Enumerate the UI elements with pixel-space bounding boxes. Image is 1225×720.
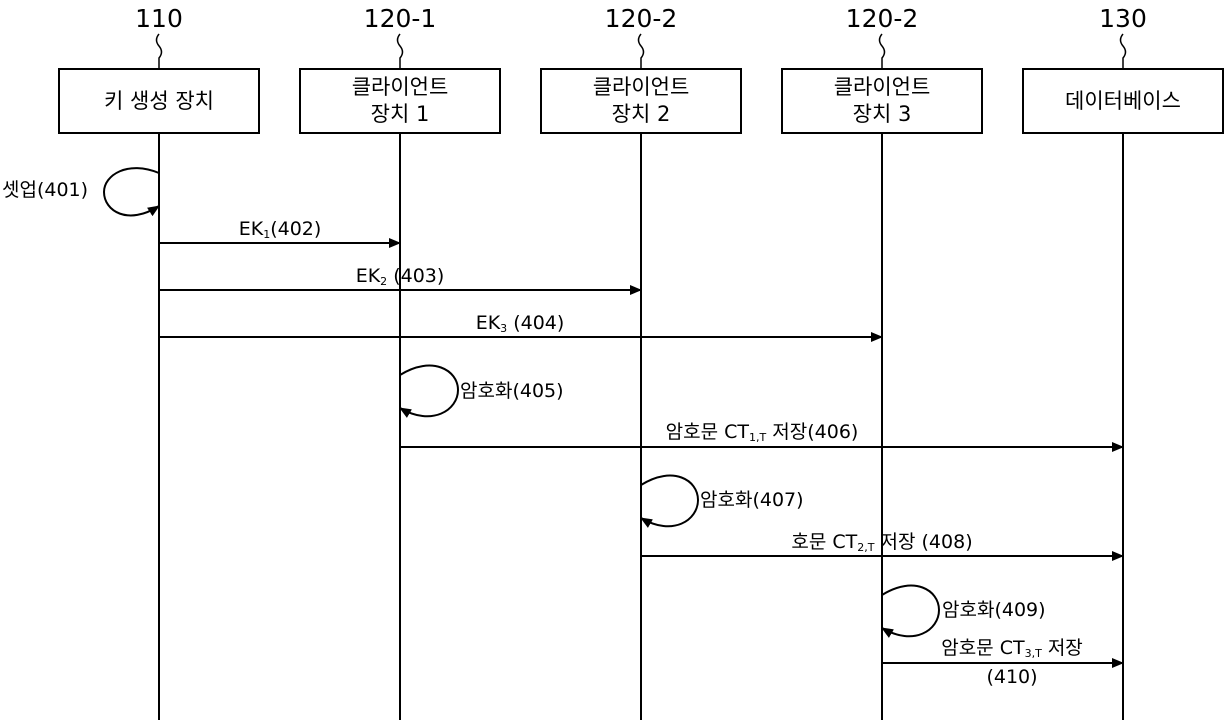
ref-number-120-1: 120-1 [363, 4, 437, 33]
label-text: EK [475, 312, 501, 334]
participant-client-3: 클라이언트 장치 3 [781, 68, 983, 134]
ref-leader-120-3 [878, 33, 886, 68]
label-text-suffix: 저장(406) [766, 421, 859, 443]
label-subscript: 1,T [749, 431, 767, 444]
label-subscript: 3 [500, 322, 508, 335]
label-text-suffix: 저장 (408) [874, 531, 973, 553]
participant-client-2: 클라이언트 장치 2 [540, 68, 742, 134]
label-text: 암호문 CT [941, 637, 1025, 659]
label-text-suffix: 저장 [1041, 637, 1083, 659]
label-setup-401: 셋업(401) [2, 179, 88, 201]
participant-database: 데이터베이스 [1022, 68, 1224, 134]
label-text: 암호문 CT [665, 421, 750, 443]
participant-client-1: 클라이언트 장치 1 [299, 68, 501, 134]
ref-leader-110 [155, 33, 163, 68]
label-ek1-402: EK1(402) [239, 218, 322, 240]
label-text: 호문 CT [791, 531, 858, 553]
participant-label-line1: 클라이언트 [351, 75, 449, 99]
participant-label-line2: 장치 3 [852, 102, 912, 126]
label-text: 암호화(409) [942, 599, 1046, 621]
ref-number-110: 110 [135, 4, 183, 33]
label-ek2-403: EK2 (403) [356, 265, 445, 287]
label-subscript: 1 [263, 228, 271, 241]
participant-label-line1: 클라이언트 [833, 75, 931, 99]
label-encrypt-407: 암호화(407) [700, 489, 804, 511]
label-encrypt-405: 암호화(405) [460, 380, 564, 402]
participant-label-line2: 장치 2 [611, 102, 671, 126]
ref-leader-120-1 [396, 33, 404, 68]
participant-key-generator: 키 생성 장치 [58, 68, 260, 134]
participant-label: 키 생성 장치 [104, 88, 214, 113]
label-text-suffix: (404) [507, 312, 565, 334]
self-loop-401 [102, 167, 160, 217]
label-subscript: 2 [380, 275, 388, 288]
label-text-suffix: (403) [387, 265, 445, 287]
label-store-ct3-410-number: (410) [986, 666, 1038, 688]
participant-label: 데이터베이스 [1065, 88, 1181, 113]
participant-label-line1: 클라이언트 [592, 75, 690, 99]
label-store-ct3-410: 암호문 CT3,T 저장 [941, 637, 1083, 659]
self-loop-405 [399, 364, 460, 418]
participant-label-line2: 장치 1 [370, 102, 430, 126]
self-loop-407 [640, 474, 700, 528]
self-loop-409 [881, 584, 941, 638]
ref-number-130: 130 [1099, 4, 1147, 33]
label-text: 셋업(401) [2, 179, 89, 201]
label-subscript: 3,T [1024, 647, 1042, 660]
label-store-ct1-406: 암호문 CT1,T 저장(406) [666, 421, 859, 443]
label-subscript: 2,T [857, 541, 875, 554]
label-ek3-404: EK3 (404) [476, 312, 565, 334]
label-store-ct2-408: 호문 CT2,T 저장 (408) [791, 531, 972, 553]
label-text: EK [238, 218, 264, 240]
ref-leader-130 [1119, 33, 1127, 68]
ref-leader-120-2 [637, 33, 645, 68]
label-text-suffix: (402) [270, 218, 322, 240]
label-text: 암호화(407) [700, 489, 804, 511]
label-encrypt-409: 암호화(409) [942, 599, 1046, 621]
ref-number-120-2: 120-2 [604, 4, 678, 33]
label-text: EK [355, 265, 381, 287]
ref-number-120-3: 120-2 [845, 4, 919, 33]
label-text: 암호화(405) [460, 380, 564, 402]
